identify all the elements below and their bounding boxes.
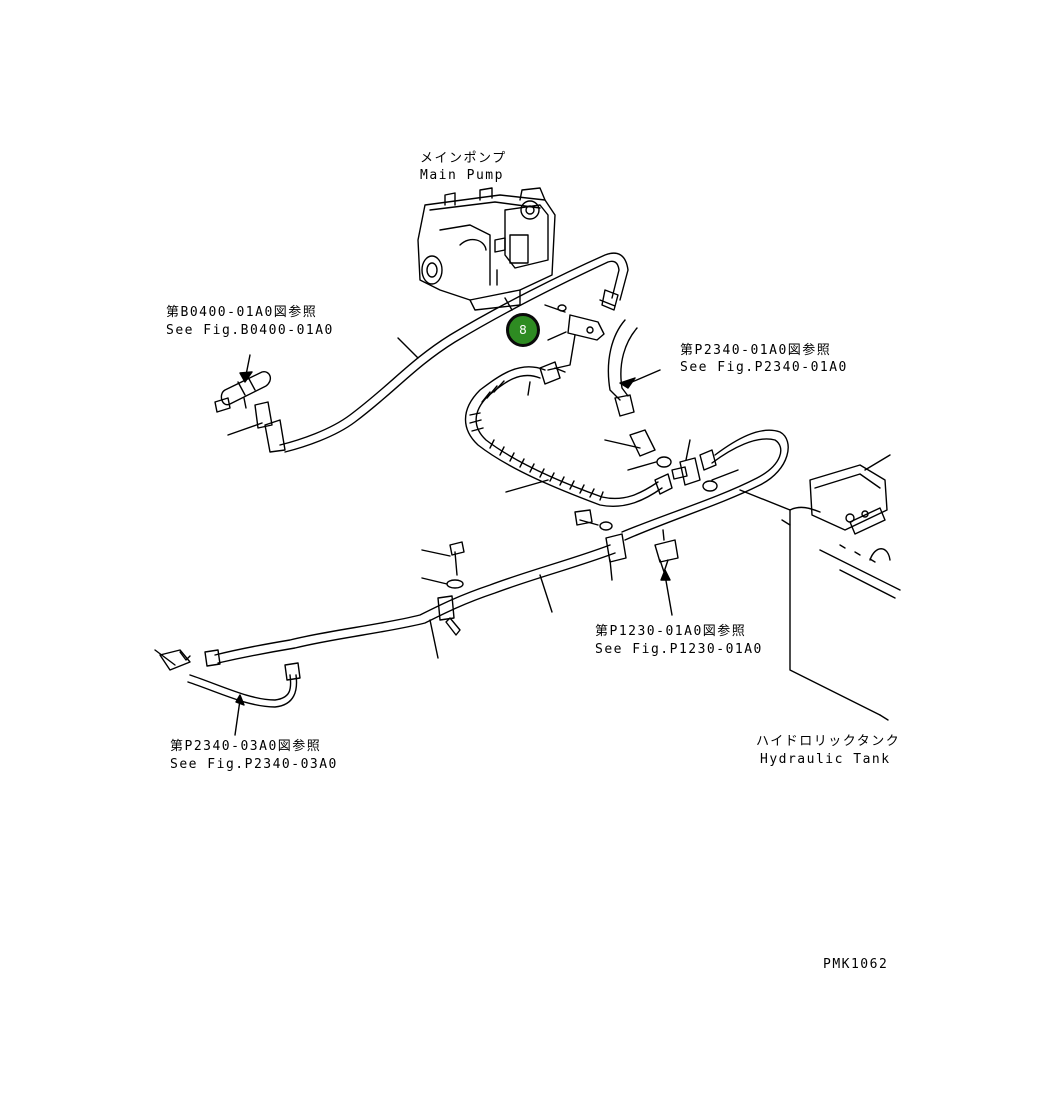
ref-b0400-label-jp: 第B0400-01A0図参照 (166, 305, 318, 320)
hose-clamp (654, 529, 679, 616)
spring-guard-hose (464, 361, 673, 507)
drawing-id: PMK1062 (823, 957, 889, 972)
upper-pipe (227, 252, 629, 453)
main-pump-label-en: Main Pump (420, 168, 504, 183)
ref-p2340-01-label-en: See Fig.P2340-01A0 (680, 360, 848, 375)
hydraulic-tank-label-jp: ハイドロリックタンク (756, 734, 901, 749)
line-filter (214, 354, 272, 413)
main-pump (417, 187, 556, 311)
ref-p2340-01-label-jp: 第P2340-01A0図参照 (680, 343, 832, 358)
hydraulic-tank-label-en: Hydraulic Tank (760, 752, 891, 767)
leader-lines (739, 489, 791, 526)
tee-fitting (604, 429, 739, 492)
ref-p1230-label-jp: 第P1230-01A0図参照 (595, 624, 747, 639)
right-upper-pipe (607, 319, 661, 417)
ref-b0400-label-en: See Fig.B0400-01A0 (166, 323, 334, 338)
main-pump-label-jp: メインポンプ (420, 151, 507, 166)
hydraulic-tank (789, 454, 901, 721)
ref-p1230-label-en: See Fig.P1230-01A0 (595, 642, 763, 657)
pump-outlet-fitting (544, 304, 605, 371)
tank-return-hose (621, 429, 789, 541)
ref-p2340-03-label-jp: 第P2340-03A0図参照 (170, 739, 322, 754)
lower-left-pipe (154, 649, 301, 736)
lower-pipe (204, 533, 627, 667)
ref-p2340-03-label-en: See Fig.P2340-03A0 (170, 757, 338, 772)
part-callout-8[interactable]: 8 (506, 313, 540, 347)
bolt-and-washer (421, 509, 613, 636)
